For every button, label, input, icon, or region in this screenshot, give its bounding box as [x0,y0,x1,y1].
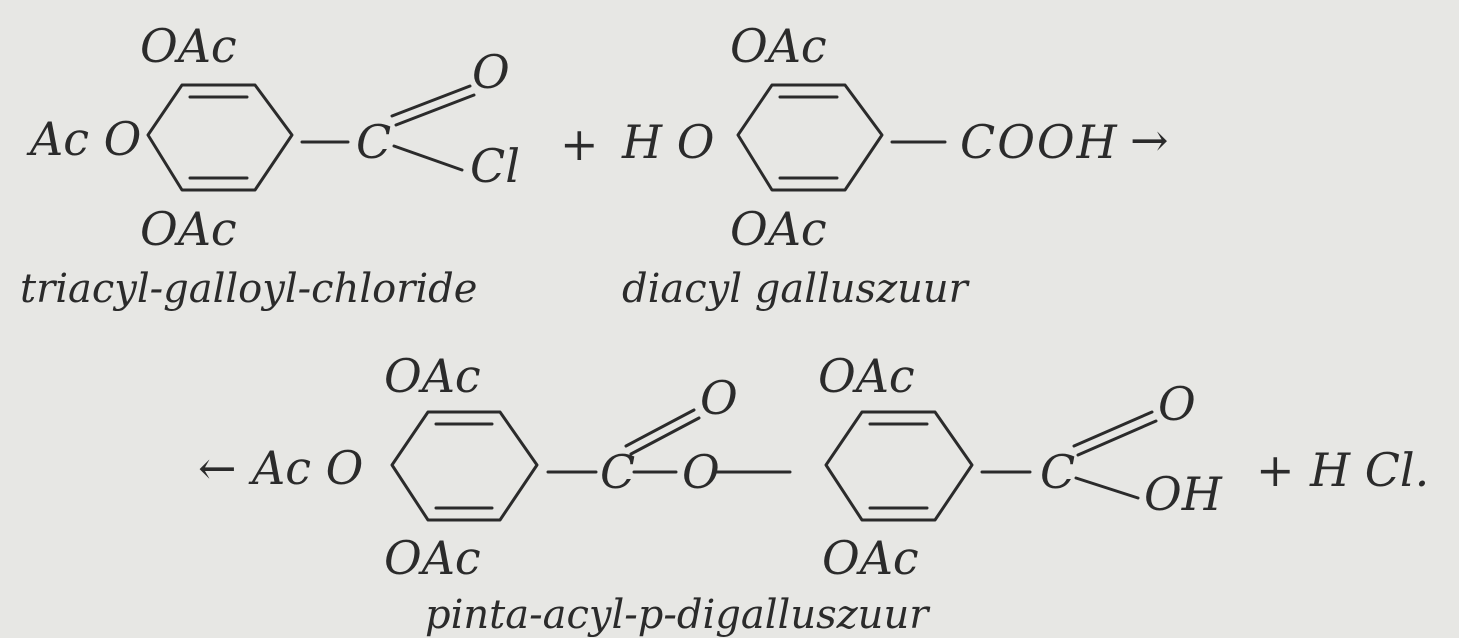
double-bond-b [394,93,476,127]
double-bond-a [390,84,472,118]
ring1-left-aco: Ac O [26,112,141,166]
benzene-ring-3 [390,410,539,522]
benzene-ring-1 [146,83,294,192]
ester-double-bond-a [624,408,696,448]
ester-double-bond-b [629,416,701,456]
name-diacyl-galluszuur: diacyl galluszuur [622,266,971,312]
benzene-ring-2 [736,83,884,192]
product-left-aco: Ac O [248,441,363,495]
reactant-triacyl-galloyl-chloride: OAc Ac O OAc C O Cl triacyl-galloyl-chlo… [20,19,520,312]
ring2-left-ho: H O [621,115,714,169]
ring1-top-oac: OAc [140,19,237,73]
plus-sign-2: + [1256,443,1295,497]
ring2-top-oac: OAc [730,19,827,73]
name-triacyl-galloyl-chloride: triacyl-galloyl-chloride [20,266,477,312]
carbonyl-oxygen: O [472,45,510,99]
byproduct-hcl: H Cl. [1309,443,1429,497]
product-pinta-acyl-p-digalluszuur: Ac O OAc OAc C O O OAc OAc C O OH pinta-… [248,349,1223,638]
reactant-diacyl-galluszuur: OAc H O OAc COOH diacyl galluszuur [621,19,1119,312]
cooh-group: COOH [960,115,1119,169]
forward-arrow: → [1130,113,1169,167]
acid-hydroxyl: OH [1144,467,1223,521]
carbonyl-carbon: C [356,115,391,169]
product-ring1-top-oac: OAc [384,349,481,403]
acid-double-bond-a [1072,410,1154,448]
ring2-bottom-oac: OAc [730,202,827,256]
product-ring1-bottom-oac: OAc [384,531,481,585]
ester-bridge-oxygen: O [682,445,720,499]
backward-arrow: ← [198,441,237,495]
name-pinta-acyl-p-digalluszuur: pinta-acyl-p-digalluszuur [425,592,931,638]
benzene-ring-4 [824,410,974,522]
ester-carbonyl-oxygen: O [700,371,738,425]
acid-carbonyl-oxygen: O [1158,377,1196,431]
chloride: Cl [470,139,520,193]
acid-single-bond-oh [1074,476,1140,500]
single-bond-cl [392,144,464,172]
ring1-bottom-oac: OAc [140,202,237,256]
plus-sign-1: + [560,117,599,171]
product-ring2-top-oac: OAc [818,349,915,403]
product-ring2-bottom-oac: OAc [822,531,919,585]
acid-carbon: C [1040,445,1075,499]
acid-double-bond-b [1076,419,1158,457]
ester-carbon: C [600,445,635,499]
